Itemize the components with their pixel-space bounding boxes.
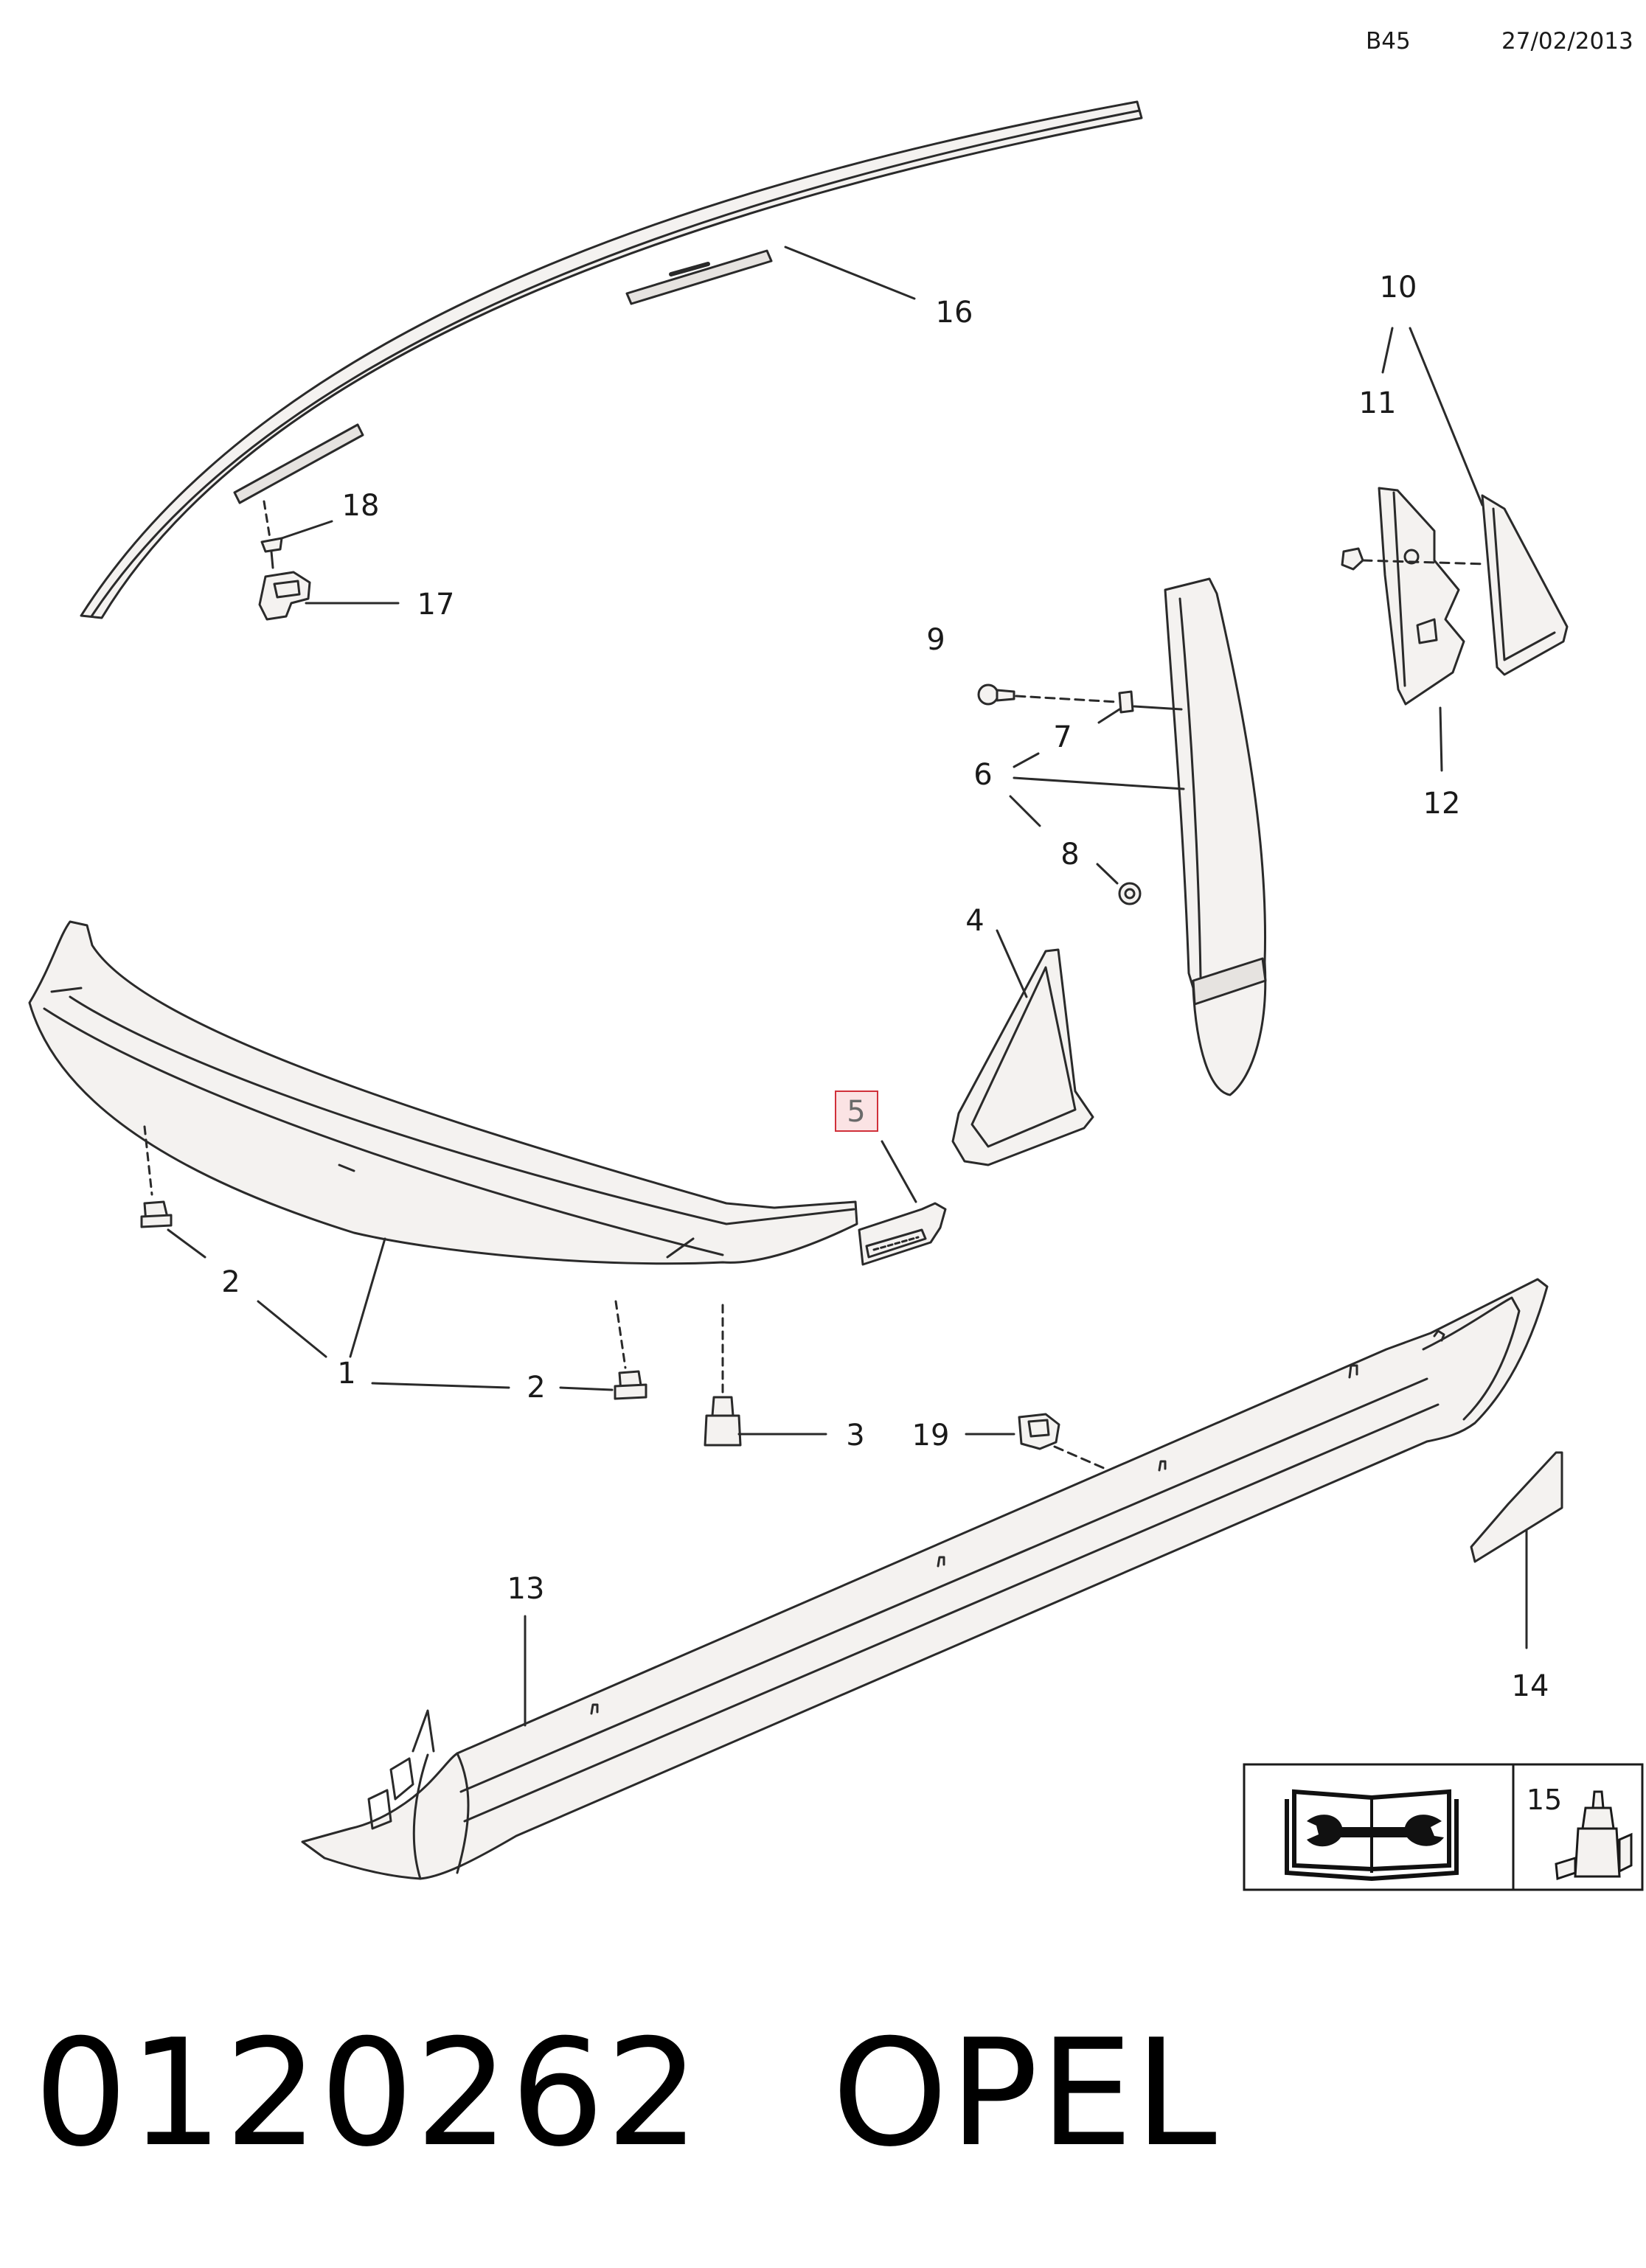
callout-17[interactable]: 17 (417, 588, 455, 622)
part-pillar-trim-6[interactable] (1164, 577, 1267, 1096)
part-end-trim-5[interactable] (858, 1202, 947, 1266)
part-sill-moulding-13[interactable] (301, 1278, 1549, 1880)
callout-1[interactable]: 1 (337, 1357, 355, 1391)
callout-19[interactable]: 19 (912, 1419, 950, 1453)
callout-8[interactable]: 8 (1060, 838, 1079, 872)
callout-12[interactable]: 12 (1423, 787, 1461, 821)
callout-highlight-box (835, 1090, 878, 1132)
callout-7[interactable]: 7 (1053, 720, 1072, 754)
part-spoiler-1[interactable] (28, 920, 858, 1265)
callout-15[interactable]: 15 (1527, 1784, 1562, 1816)
callout-3[interactable]: 3 (846, 1419, 864, 1453)
callout-14[interactable]: 14 (1512, 1669, 1549, 1703)
service-manual-wrench-icon (1285, 1789, 1459, 1882)
part-triangle-trim-4[interactable] (951, 948, 1094, 1166)
callout-11[interactable]: 11 (1359, 386, 1397, 420)
legend-box: 15 (1243, 1763, 1644, 1891)
callout-4[interactable]: 4 (965, 904, 984, 938)
part-screw-3[interactable] (704, 1396, 742, 1447)
part-grommet-2-right[interactable] (614, 1370, 647, 1400)
callout-16[interactable]: 16 (936, 296, 973, 330)
part-cover-12[interactable] (1378, 487, 1465, 706)
part-clip-18[interactable] (260, 537, 283, 569)
part-screw-9[interactable] (977, 683, 1015, 706)
callout-2-right[interactable]: 2 (527, 1371, 545, 1405)
part-protective-film-14[interactable] (1470, 1451, 1563, 1563)
callout-5[interactable]: 5 (847, 1095, 865, 1129)
callout-9[interactable]: 9 (926, 623, 945, 657)
callout-18[interactable]: 18 (342, 489, 380, 523)
part-cover-10[interactable] (1481, 494, 1569, 676)
callout-2-left[interactable]: 2 (221, 1265, 240, 1299)
callout-10[interactable]: 10 (1380, 271, 1417, 305)
adhesive-bottle-icon (1555, 1790, 1633, 1881)
page-code: B45 (1366, 28, 1411, 55)
part-nut-11[interactable] (1341, 547, 1364, 571)
part-roof-moulding[interactable] (80, 100, 1143, 619)
brand-name: OPEL (832, 2008, 1218, 2180)
part-clip-19[interactable] (1018, 1413, 1060, 1450)
callout-13[interactable]: 13 (507, 1572, 545, 1606)
part-nut-8[interactable] (1118, 882, 1142, 905)
part-grommet-2-left[interactable] (140, 1200, 173, 1228)
exploded-view-drawing: 1 2 2 3 4 5 6 7 8 9 10 11 12 13 14 16 17… (28, 100, 1644, 1891)
callout-6[interactable]: 6 (973, 758, 992, 792)
diagram-date: 27/02/2013 (1501, 28, 1633, 55)
part-clip-7[interactable] (1118, 690, 1134, 714)
part-bracket-17[interactable] (258, 571, 311, 621)
part-number: 0120262 (34, 2008, 701, 2180)
